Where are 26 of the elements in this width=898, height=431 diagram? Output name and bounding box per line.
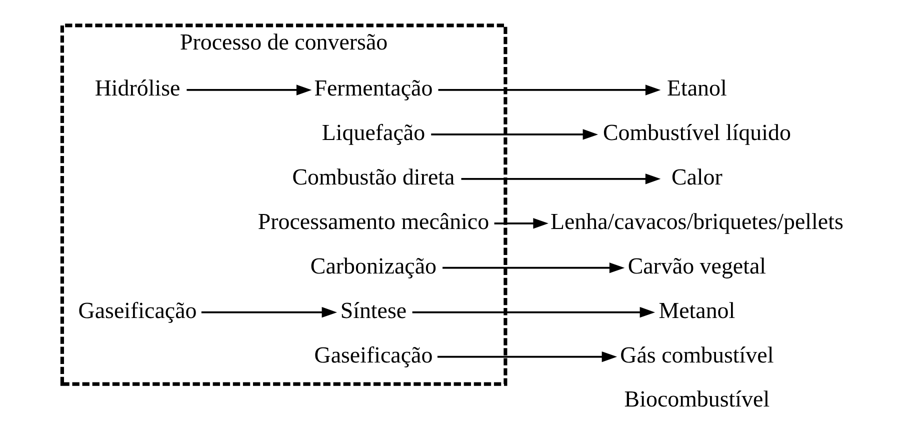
node-text: Carvão vegetal — [627, 253, 766, 278]
arrow — [494, 218, 548, 229]
node-text: Lenha/cavacos/briquetes/pellets — [550, 208, 843, 234]
arrow — [430, 129, 598, 140]
node-text: Liquefação — [321, 120, 425, 145]
node-text: Processamento mecânico — [257, 208, 489, 234]
node-text: Gás combustível — [620, 342, 774, 368]
arrow — [460, 174, 660, 184]
label: Biocombustível — [624, 386, 770, 412]
arrow — [200, 307, 337, 318]
node-text: Síntese — [340, 298, 406, 323]
node-text: Gaseificação — [78, 298, 196, 323]
arrow — [442, 262, 624, 274]
arrow — [436, 351, 617, 362]
node-text: Etanol — [666, 75, 726, 100]
arrow — [438, 84, 660, 96]
node-text: Combustível líquido — [602, 120, 790, 145]
node-text: Fermentação — [314, 75, 432, 100]
node-text: Carbonização — [310, 253, 436, 278]
arrow — [186, 84, 312, 96]
node-text: Metanol — [658, 298, 735, 323]
node-text: Calor — [670, 164, 722, 190]
node-text: Combustão direta — [292, 164, 454, 190]
arrow — [412, 307, 655, 318]
node-text: Gaseificação — [314, 342, 432, 368]
node-text: Hidrólise — [94, 75, 180, 100]
